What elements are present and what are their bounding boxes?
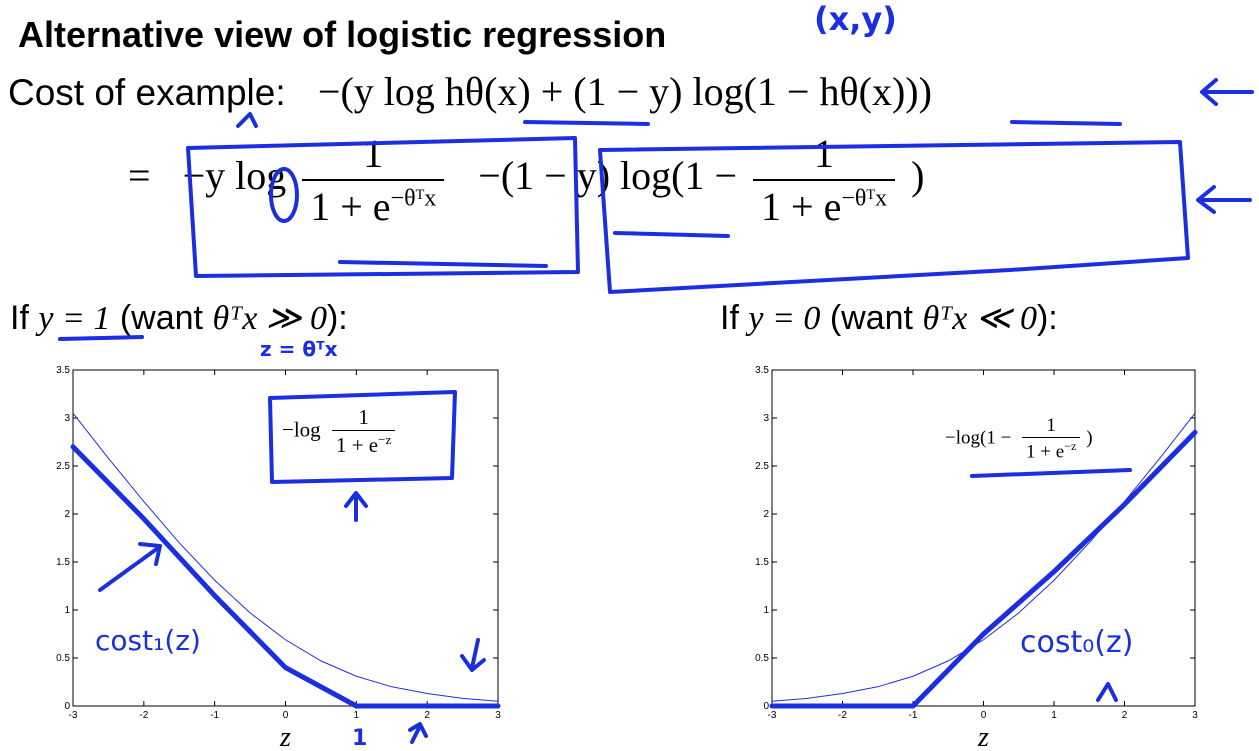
left-plot-group: -3 -2 -1 0 1 2 3 0 0.5 1 1.5 2 2.5 3 3.5 z [56, 365, 501, 750]
cost-line: Cost of example: −(y log hθ(x) + (1 − y)… [8, 68, 932, 115]
left-ytick-label: 0 [64, 701, 70, 712]
case-left: If y = 1 (want θᵀx ≫ 0): [10, 298, 348, 338]
right-xtick-label: 3 [1192, 710, 1198, 721]
slide-title: Alternative view of logistic regression [18, 14, 667, 55]
case-left-close: ): [326, 299, 348, 337]
right-xtick-label: 1 [1051, 710, 1057, 721]
expanded-equation: = −y log 1 1 + e−θᵀx −(1 − y) log(1 − 1 … [128, 130, 924, 230]
left-legend-den-exp: −z [378, 432, 392, 447]
box-term2 [598, 140, 1190, 294]
left-ytick-label: 1.5 [56, 557, 70, 568]
underline-1-y [613, 231, 730, 238]
case-right-if: If [720, 299, 739, 337]
left-legend-den-base: 1 + e [335, 433, 379, 457]
right-xtick-label: -1 [909, 710, 918, 721]
equals-sign: = [128, 153, 151, 199]
right-legend-suffix: ) [1086, 427, 1093, 449]
term2-numerator: 1 [814, 131, 835, 176]
left-ytick-label: 3.5 [56, 365, 70, 376]
circle-y [269, 167, 299, 223]
right-hand-drawn-line [910, 429, 1198, 709]
right-xtick-label: -2 [838, 710, 847, 721]
left-xtick-label: -1 [210, 710, 219, 721]
left-legend-num: 1 [358, 405, 369, 429]
right-legend-den-base: 1 + e [1026, 441, 1065, 463]
cost-label: Cost of example: [8, 72, 286, 113]
xy-annotation-text: (x,y) [814, 0, 897, 38]
left-ytick-label: 1 [64, 605, 70, 616]
right-legend-den: 1 + e−z [1022, 437, 1081, 463]
left-xtick-label: 0 [283, 710, 289, 721]
case-left-cond: y = 1 [38, 300, 111, 337]
case-left-if: If [10, 299, 29, 337]
term1-denominator: 1 + e−θᵀx [302, 179, 445, 230]
left-chart: -3 -2 -1 0 1 2 3 0 0.5 1 1.5 2 2.5 3 3.5 z [56, 365, 501, 750]
left-xtick-label: 3 [495, 710, 501, 721]
right-legend: −log(1 − 1 1 + e−z ) [945, 415, 1093, 463]
term2-middle: −(1 − y) log(1 − [478, 153, 738, 199]
right-x-axis-label: z [977, 722, 989, 750]
left-legend: −log 1 1 + e−z [282, 405, 401, 458]
right-xtick-label: -3 [768, 710, 777, 721]
case-right-want: θᵀx ≪ 0 [922, 300, 1037, 337]
right-ytick-label: 3.5 [755, 365, 769, 376]
right-legend-prefix: −log(1 − [945, 427, 1012, 449]
term2-denominator: 1 + e−θᵀx [753, 179, 896, 230]
xy-annotation: (x,y) [814, 0, 897, 38]
right-legend-den-exp: −z [1064, 439, 1077, 453]
right-legend-fraction: 1 1 + e−z [1022, 415, 1081, 463]
right-xtick-label: 0 [981, 710, 987, 721]
right-ytick-label: 0 [763, 701, 769, 712]
case-left-want-label: (want [119, 299, 203, 337]
term2-den-exp: −θᵀx [841, 185, 888, 212]
underline-h1 [523, 120, 650, 126]
case-right: If y = 0 (want θᵀx ≪ 0): [720, 298, 1058, 338]
underline-y1 [58, 335, 144, 341]
right-ytick-label: 0.5 [755, 653, 769, 664]
arrow-line1 [1200, 78, 1254, 106]
right-ytick-label: 1 [763, 605, 769, 616]
cost-formula: −(y log hθ(x) + (1 − y) log(1 − hθ(x))) [317, 69, 932, 114]
right-ytick-label: 3 [763, 413, 769, 424]
left-ytick-label: 3 [64, 413, 70, 424]
underline-h2 [1010, 120, 1122, 126]
right-chart: -3 -2 -1 0 1 2 3 0 0.5 1 1.5 2 2.5 3 3.5 z [755, 365, 1198, 750]
left-x-axis-label: z [279, 722, 291, 750]
case-left-want: θᵀx ≫ 0 [212, 300, 327, 337]
left-ytick-label: 0.5 [56, 653, 70, 664]
left-xtick-label: -3 [69, 710, 78, 721]
case-right-cond: y = 0 [748, 300, 821, 337]
left-legend-den: 1 + e−z [331, 430, 396, 458]
left-legend-fraction: 1 1 + e−z [331, 405, 396, 458]
box-term1 [186, 136, 580, 278]
term1-prefix: −y log [182, 153, 287, 199]
left-hand-drawn-line [70, 444, 359, 709]
term2-den-base: 1 + e [761, 184, 842, 229]
underline-den [338, 260, 548, 268]
case-right-want-label: (want [829, 299, 913, 337]
left-ytick-label: 2.5 [56, 461, 70, 472]
left-legend-prefix: −log [282, 417, 321, 442]
right-ytick-label: 2.5 [755, 461, 769, 472]
left-xtick-label: -2 [139, 710, 148, 721]
term2-close: ) [911, 153, 925, 199]
right-plot-group: -3 -2 -1 0 1 2 3 0 0.5 1 1.5 2 2.5 3 3.5 z [755, 365, 1198, 750]
z-eq-annotation: z = θᵀx [260, 337, 338, 361]
left-xtick-label: 2 [424, 710, 430, 721]
right-legend-num: 1 [1046, 415, 1056, 436]
term1-den-exp: −θᵀx [390, 185, 437, 212]
left-series-line [72, 412, 499, 702]
right-ytick-label: 2 [763, 509, 769, 520]
term2-fraction: 1 1 + e−θᵀx [753, 130, 896, 230]
arrow-line2 [1196, 185, 1252, 214]
right-xtick-label: 2 [1122, 710, 1128, 721]
left-ytick-label: 2 [64, 509, 70, 520]
term1-den-base: 1 + e [310, 184, 391, 229]
caret-mark [236, 112, 258, 128]
right-ytick-label: 1.5 [755, 557, 769, 568]
left-xtick-label: 1 [354, 710, 360, 721]
case-right-close: ): [1036, 299, 1058, 337]
